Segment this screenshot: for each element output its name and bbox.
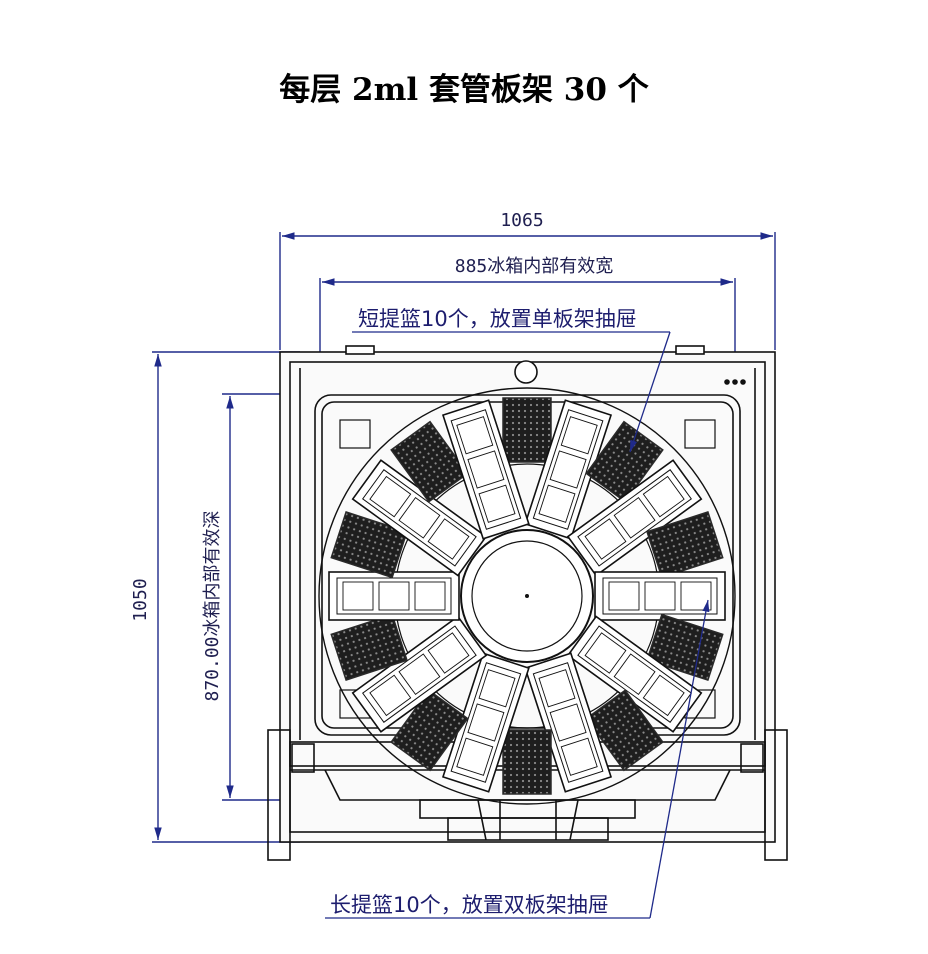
dimension-label-inner-depth: 870.00冰箱内部有效深 — [202, 510, 223, 701]
short-basket — [502, 729, 552, 795]
long-basket — [524, 399, 613, 540]
long-basket — [328, 571, 460, 621]
annotation-short-basket: 短提篮10个，放置单板架抽屉 — [358, 307, 637, 331]
short-basket — [646, 613, 724, 681]
short-basket — [585, 420, 664, 503]
long-basket — [351, 615, 488, 733]
annotation-long-basket: 长提篮10个，放置双板架抽屉 — [330, 893, 609, 917]
short-basket — [585, 689, 664, 772]
basket-ring — [328, 397, 726, 795]
long-basket — [441, 399, 530, 540]
dimension-label-overall-width: 1065 — [500, 210, 543, 231]
leader-line-long-basket — [325, 599, 710, 919]
dimension-label-overall-depth: 1050 — [130, 578, 151, 621]
dimension-overall-width — [279, 232, 776, 350]
long-basket — [594, 571, 726, 621]
leader-line-short-basket — [352, 331, 671, 453]
short-basket — [390, 689, 469, 772]
page-title: 每层 2ml 套管板架 30 个 — [279, 72, 649, 108]
short-basket — [330, 613, 408, 681]
short-basket — [390, 420, 469, 503]
short-basket — [646, 511, 724, 579]
carousel — [318, 387, 736, 805]
dimension-overall-depth — [152, 351, 300, 843]
short-basket — [502, 397, 552, 463]
short-basket — [330, 511, 408, 579]
dimension-label-inner-width: 885冰箱内部有效宽 — [455, 256, 614, 277]
